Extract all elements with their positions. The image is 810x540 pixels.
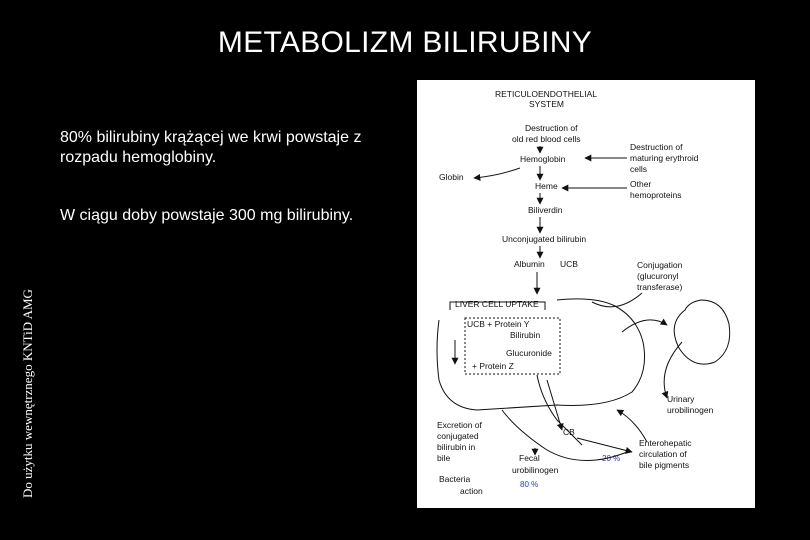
arrow-enterohepatic xyxy=(616,409,648,443)
maturing-line3: cells xyxy=(630,164,647,174)
paragraph-daily-production: W ciągu doby powstaje 300 mg bilirubiny. xyxy=(60,207,354,224)
maturing-line1: Destruction of xyxy=(630,142,683,152)
kidney-outline xyxy=(673,299,731,365)
hemoglobin-label: Hemoglobin xyxy=(520,154,566,164)
other-line2: hemoproteins xyxy=(630,190,682,200)
arrow-kidney-urinary xyxy=(661,341,683,399)
conjugation-line2: (glucuronyl xyxy=(637,271,679,281)
fecal-line2: urobilinogen xyxy=(512,465,559,475)
excretion-line2: conjugated xyxy=(437,431,479,441)
bilirubin-metabolism-diagram: RETICULOENDOTHELIAL SYSTEM Destruction o… xyxy=(417,80,755,508)
enterohepatic-line2: circulation of xyxy=(639,449,687,459)
bacteria-line1: Bacteria xyxy=(439,474,470,484)
slide-title: METABOLIZM BILIRUBINY xyxy=(217,26,593,59)
side-note: Do użytku wewnętrznego KNTiD AMG xyxy=(20,289,35,498)
arrow-conjugation xyxy=(591,292,643,308)
glucuronide-label: Glucuronide xyxy=(506,348,552,358)
arrow-cb-enterohepatic xyxy=(576,437,633,454)
maturing-line2: maturing erythroid xyxy=(630,153,699,163)
albumin-label: Albumin xyxy=(514,259,545,269)
liver-cell-box xyxy=(464,317,561,375)
ucb-protein-y: UCB + Protein Y xyxy=(467,319,530,329)
excretion-line4: bile xyxy=(437,453,451,463)
globin-label: Globin xyxy=(439,172,464,182)
conjugation-line1: Conjugation xyxy=(637,260,683,270)
enterohepatic-line3: bile pigments xyxy=(639,460,689,470)
arrow-bile-cb xyxy=(546,379,564,431)
unconjugated-label: Unconjugated bilirubin xyxy=(502,234,586,244)
other-line1: Other xyxy=(630,179,651,189)
liver-outline xyxy=(436,298,646,411)
bacteria-line2: action xyxy=(460,486,483,496)
conjugation-line3: transferase) xyxy=(637,282,683,292)
arrow-globin xyxy=(473,167,521,181)
percent-20: 20 % xyxy=(602,454,620,463)
percent-80: 80 % xyxy=(520,480,538,489)
urinary-line2: urobilinogen xyxy=(667,405,714,415)
enterohepatic-line1: Enterohepatic xyxy=(639,438,692,448)
liver-uptake-box-top xyxy=(449,301,546,310)
diagram-svg: RETICULOENDOTHELIAL SYSTEM Destruction o… xyxy=(436,89,731,496)
header-line2: SYSTEM xyxy=(529,99,564,109)
heme-label: Heme xyxy=(535,181,558,191)
excretion-line3: bilirubin in xyxy=(437,442,476,452)
arrow-to-kidney xyxy=(621,318,668,333)
fecal-line1: Fecal xyxy=(519,453,540,463)
urinary-line1: Urinary xyxy=(667,394,695,404)
rbc-line2: old red blood cells xyxy=(512,134,581,144)
biliverdin-label: Biliverdin xyxy=(528,205,563,215)
paragraph-hemoglobin-origin: 80% bilirubiny krążącej we krwi powstaje… xyxy=(60,129,362,166)
rbc-line1: Destruction of xyxy=(525,123,578,133)
header-line1: RETICULOENDOTHELIAL xyxy=(495,89,597,99)
ucb-label: UCB xyxy=(560,259,578,269)
intestine-outline xyxy=(501,409,628,461)
protein-z-label: + Protein Z xyxy=(472,361,514,371)
excretion-line1: Excretion of xyxy=(437,420,483,430)
bile-duct xyxy=(536,374,583,446)
liver-uptake-label: LIVER CELL UPTAKE xyxy=(455,299,539,309)
bilirubin-label: Bilirubin xyxy=(510,330,541,340)
